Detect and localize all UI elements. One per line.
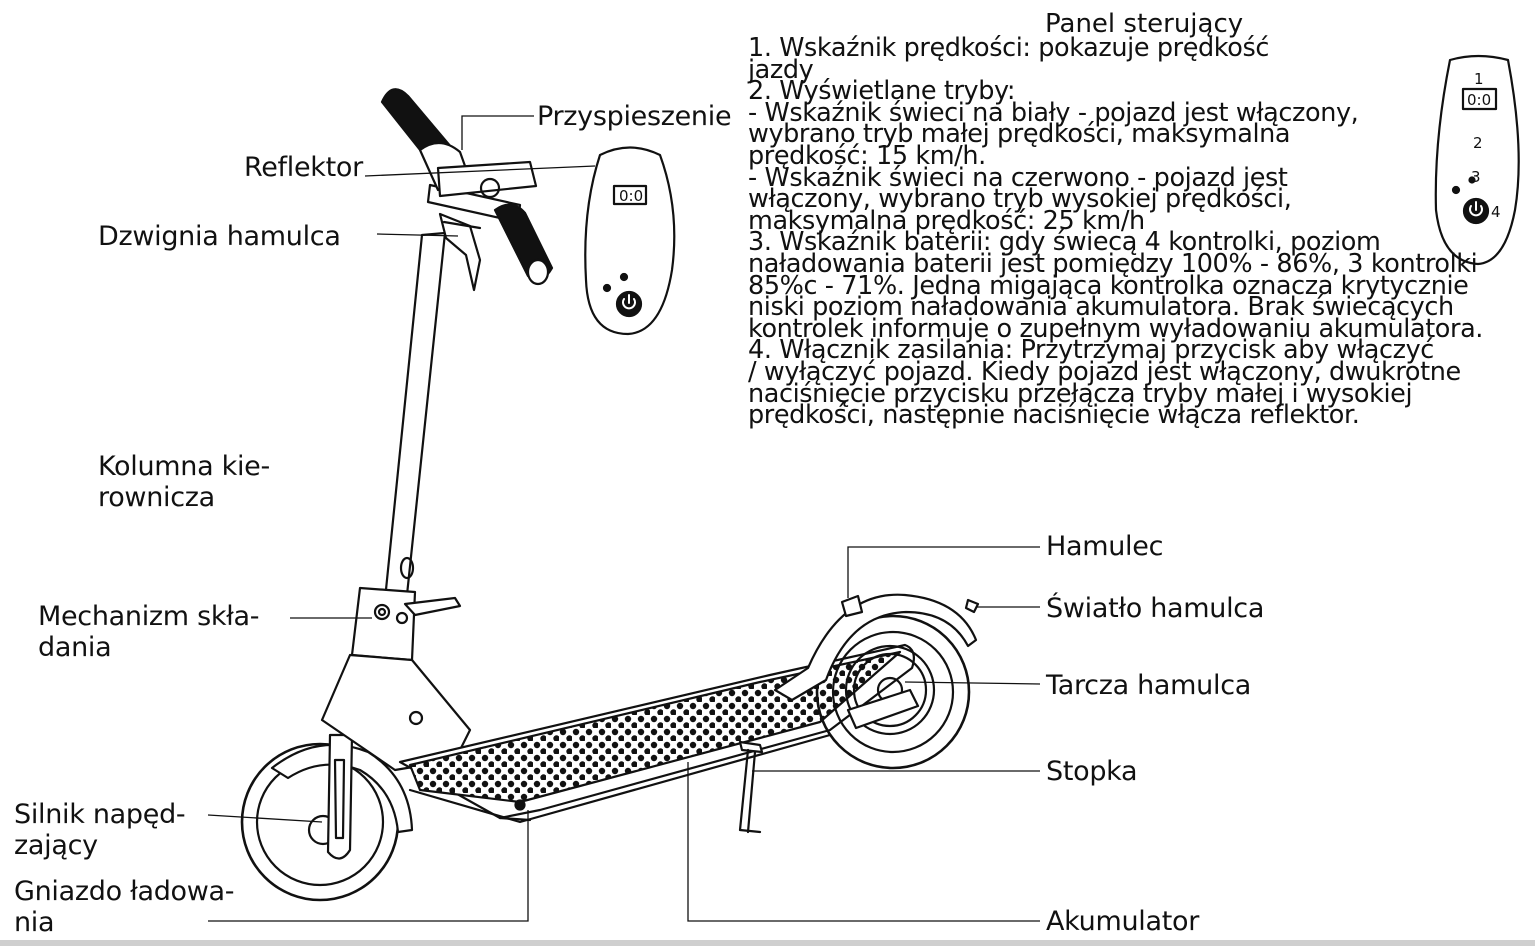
leader-dzwignia xyxy=(376,233,459,237)
rear-brake-disc xyxy=(844,644,936,736)
leader-lines xyxy=(207,115,1041,922)
label-swiatlo-hamulca: Światło hamulca xyxy=(1046,593,1265,624)
panel-line: 3. Wskaźnik baterii: gdy świecą 4 kontro… xyxy=(748,227,1381,258)
panel-line: maksymalna prędkość: 25 km/h xyxy=(748,205,1145,236)
label-przyspieszenie: Przyspieszenie xyxy=(537,101,732,132)
front-neck xyxy=(320,653,472,772)
panel-line: / wyłączyć pojazd. Kiedy pojazd jest włą… xyxy=(748,356,1461,387)
panel-callout-3: 3 xyxy=(1471,168,1481,186)
headlight xyxy=(436,160,538,199)
panel-line: jazdy xyxy=(748,54,814,85)
leader-hamulec xyxy=(847,546,1040,598)
label-tarcza-hamulca: Tarcza hamulca xyxy=(1046,670,1251,701)
panel-line: naładowania baterii jest pomiędzy 100% -… xyxy=(748,248,1478,279)
large-control-panel xyxy=(1434,54,1520,266)
label-hamulec: Hamulec xyxy=(1046,531,1164,562)
label-akumulator: Akumulator xyxy=(1046,906,1200,937)
label-kolumna-kierownicza: Kolumna kie- rownicza xyxy=(98,451,270,513)
panel-line: naciśnięcie przycisku przełącza tryby ma… xyxy=(748,378,1413,409)
panel-line: - Wskaźnik świeci na biały - pojazd jest… xyxy=(748,97,1359,128)
panel-callout-4: 4 xyxy=(1491,203,1501,221)
panel-line: - Wskaźnik świeci na czerwono - pojazd j… xyxy=(748,162,1288,193)
label-gniazdo-ladowania: Gniazdo ładowa- nia xyxy=(14,876,235,938)
leader-reflektor xyxy=(364,165,596,177)
small-panel-display-text: 0:0 xyxy=(619,187,643,205)
panel-callout-2: 2 xyxy=(1473,134,1483,152)
kickstand xyxy=(738,740,764,834)
label-silnik: Silnik napęd- zający xyxy=(14,799,186,861)
panel-title: Panel sterujący xyxy=(1045,9,1244,39)
panel-line: prędkość: 15 km/h. xyxy=(748,140,986,171)
rear-fender-hook xyxy=(840,594,864,618)
panel-callout-1: 1 xyxy=(1474,70,1484,88)
leader-tarcza xyxy=(904,681,1041,685)
leader-przyspieszenie xyxy=(461,115,534,150)
panel-line: prędkości, następnie naciśnięcie włącza … xyxy=(748,400,1360,431)
front-fork xyxy=(326,733,354,860)
leader-akumulator xyxy=(687,762,1040,922)
panel-line: 2. Wyświetlane tryby: xyxy=(748,76,1016,107)
panel-line: włączony, wybrano tryb wysokiej prędkośc… xyxy=(748,184,1292,215)
bottom-rule xyxy=(0,940,1535,946)
leader-gniazdo xyxy=(208,810,529,922)
label-stopka: Stopka xyxy=(1046,756,1138,787)
panel-line: wybrano tryb małej prędkości, maksymalna xyxy=(748,119,1291,150)
panel-line: 1. Wskaźnik prędkości: pokazuje prędkość xyxy=(748,33,1269,63)
folding-mechanism xyxy=(350,586,462,662)
panel-line: kontrolek informuje o zupełnym wyładowan… xyxy=(748,313,1484,344)
large-panel-display-text: 0:0 xyxy=(1467,91,1491,109)
label-dzwignia-hamulca: Dzwignia hamulca xyxy=(98,221,341,252)
panel-line: 85%c - 71%. Jedna migająca kontrolka ozn… xyxy=(748,270,1469,301)
label-mechanizm-skladania: Mechanizm skła- dania xyxy=(38,601,260,663)
brake-light xyxy=(964,598,980,614)
neck-bolt xyxy=(408,710,424,726)
brake-lever xyxy=(438,212,482,292)
rear-wheel xyxy=(815,614,971,770)
leader-silnik xyxy=(207,814,323,823)
rear-fender xyxy=(773,593,978,702)
label-reflektor: Reflektor xyxy=(244,152,363,183)
panel-description: 1. Wskaźnik prędkości: pokazuje prędkość… xyxy=(748,33,1533,431)
panel-line: niski poziom naładowania akumulatora. Br… xyxy=(748,292,1454,323)
panel-line: 4. Włącznik zasilania: Przytrzymaj przyc… xyxy=(748,335,1434,366)
small-control-panel xyxy=(584,146,676,336)
